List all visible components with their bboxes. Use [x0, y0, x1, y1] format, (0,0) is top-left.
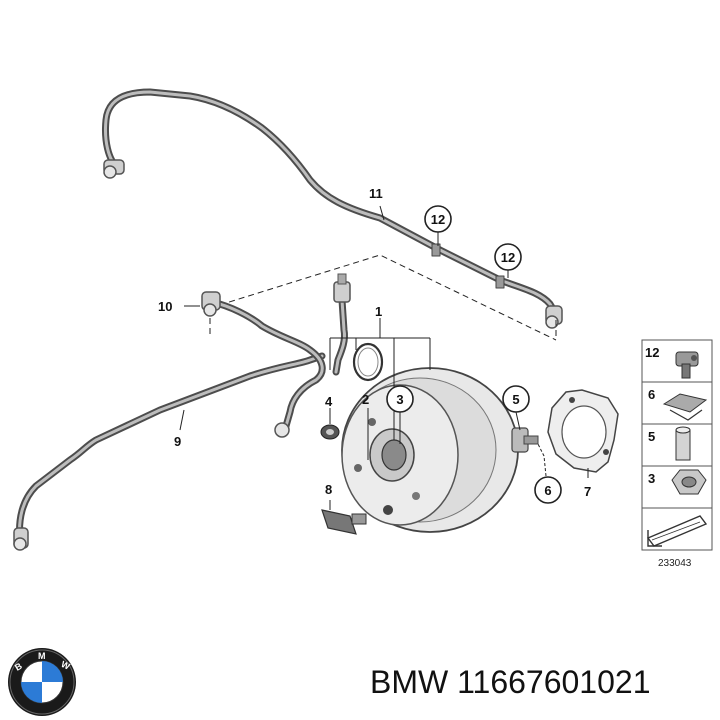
- legend-label-6: 6: [648, 387, 655, 402]
- hose-clamp-icon: [675, 351, 699, 379]
- callout-12a: 12: [431, 212, 445, 227]
- circled-callouts: 12 12 3 5 6: [386, 205, 562, 504]
- callout-9: 9: [174, 434, 181, 449]
- grommet: [320, 424, 340, 440]
- callout-7: 7: [584, 484, 591, 499]
- vacuum-line-9: [13, 352, 326, 551]
- callout-1: 1: [375, 304, 382, 319]
- sleeve-icon: [675, 426, 691, 461]
- o-ring: [352, 342, 384, 382]
- legend-panel: 12 6 5 3 233043: [641, 339, 713, 569]
- brand-name: BMW: [370, 664, 449, 700]
- svg-text:B: B: [13, 661, 24, 673]
- legend-label-12: 12: [645, 345, 659, 360]
- bmw-logo: B M W: [8, 648, 76, 716]
- diagram-id: 233043: [658, 558, 692, 569]
- callout-6: 6: [544, 483, 551, 498]
- arrow-icon: [646, 515, 708, 547]
- callout-10: 10: [158, 299, 172, 314]
- check-valve-hose: [332, 273, 351, 376]
- callout-11: 11: [369, 186, 383, 201]
- part-number: 11667601021: [457, 664, 651, 700]
- callout-3: 3: [396, 392, 403, 407]
- part-caption: BMW 11667601021: [370, 664, 650, 701]
- callouts: 10 1 11 4 2 9 8 7: [158, 186, 591, 499]
- legend-label-5: 5: [648, 429, 655, 444]
- gasket: [547, 389, 619, 473]
- callout-2: 2: [362, 392, 369, 407]
- callout-4: 4: [325, 394, 333, 409]
- callout-8: 8: [325, 482, 332, 497]
- callout-12b: 12: [501, 250, 515, 265]
- hex-nut-icon: [671, 469, 707, 495]
- sensor: [321, 509, 367, 535]
- vacuum-line-11: [102, 88, 563, 329]
- svg-text:M: M: [38, 651, 46, 661]
- clip-icon: [662, 393, 708, 421]
- vacuum-line-10: [201, 291, 326, 438]
- brake-booster: [341, 367, 539, 533]
- callout-5: 5: [512, 392, 519, 407]
- legend-label-3: 3: [648, 471, 655, 486]
